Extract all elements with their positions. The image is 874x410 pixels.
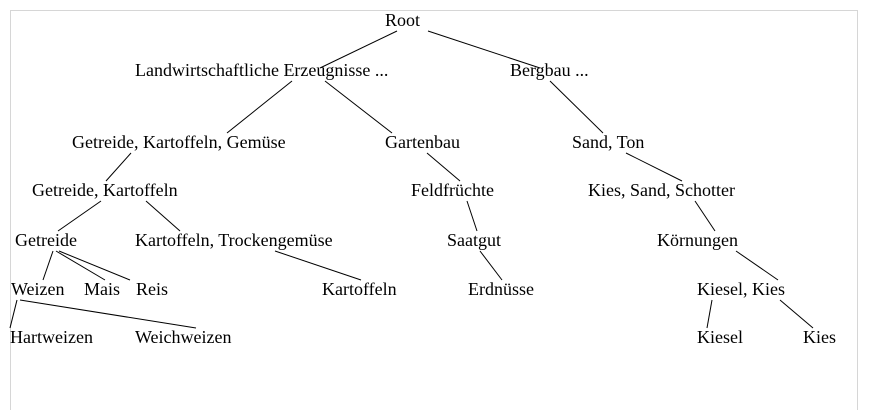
edge-root-to-bergbau — [427, 30, 541, 69]
node-hartweizen: Hartweizen — [10, 327, 93, 347]
edge-feldfruechte-to-saatgut — [466, 200, 478, 232]
node-bergbau: Bergbau ... — [510, 60, 589, 80]
edge-sand-ton-to-kies-sand-schotter — [625, 152, 683, 182]
edge-getreide-kartoffeln-to-getreide — [57, 200, 102, 232]
edge-landwirtschaft-to-getreide-kartoffeln-gemuese — [226, 80, 293, 134]
edge-koernungen-to-kiesel-kies — [735, 250, 779, 281]
node-weichweizen: Weichweizen — [135, 327, 232, 347]
node-gartenbau: Gartenbau — [385, 132, 460, 152]
node-kies: Kies — [803, 327, 836, 347]
tree-edges — [9, 30, 814, 329]
edge-weizen-to-hartweizen — [9, 299, 18, 329]
node-kiesel-kies: Kiesel, Kies — [697, 279, 785, 299]
node-landwirtschaft: Landwirtschaftliche Erzeugnisse ... — [135, 60, 388, 80]
node-feldfruechte: Feldfrüchte — [411, 180, 494, 200]
node-root: Root — [385, 10, 420, 30]
node-reis: Reis — [136, 279, 168, 299]
edge-kartoffeln-trockengemuese-to-kartoffeln — [274, 250, 362, 281]
node-saatgut: Saatgut — [447, 230, 501, 250]
edge-saatgut-to-erdnuesse — [479, 250, 503, 281]
edge-getreide-kartoffeln-gemuese-to-getreide-kartoffeln — [105, 152, 132, 182]
edge-kies-sand-schotter-to-koernungen — [694, 200, 716, 232]
edge-bergbau-to-sand-ton — [549, 80, 604, 134]
node-getreide-kartoffeln: Getreide, Kartoffeln — [32, 180, 178, 200]
edge-kiesel-kies-to-kies — [779, 299, 814, 329]
node-koernungen: Körnungen — [657, 230, 738, 250]
node-erdnuesse: Erdnüsse — [468, 279, 534, 299]
edge-kiesel-kies-to-kiesel — [706, 299, 713, 329]
edge-getreide-kartoffeln-to-kartoffeln-trockengemuese — [145, 200, 181, 232]
edge-getreide-to-mais — [55, 250, 106, 281]
node-weizen: Weizen — [11, 279, 65, 299]
node-sand-ton: Sand, Ton — [572, 132, 644, 152]
node-kartoffeln: Kartoffeln — [322, 279, 397, 299]
edge-weizen-to-weichweizen — [19, 299, 197, 329]
diagram-frame — [10, 10, 858, 410]
node-getreide-kartoffeln-gemuese: Getreide, Kartoffeln, Gemüse — [72, 132, 286, 152]
node-getreide: Getreide — [15, 230, 77, 250]
edge-landwirtschaft-to-gartenbau — [324, 80, 393, 134]
node-mais: Mais — [84, 279, 120, 299]
node-kies-sand-schotter: Kies, Sand, Schotter — [588, 180, 735, 200]
edge-gartenbau-to-feldfruechte — [426, 152, 461, 182]
node-kartoffeln-trockengemuese: Kartoffeln, Trockengemüse — [135, 230, 333, 250]
node-kiesel: Kiesel — [697, 327, 743, 347]
edge-root-to-landwirtschaft — [319, 30, 398, 69]
edge-getreide-to-reis — [58, 250, 131, 281]
edge-getreide-to-weizen — [42, 250, 54, 281]
